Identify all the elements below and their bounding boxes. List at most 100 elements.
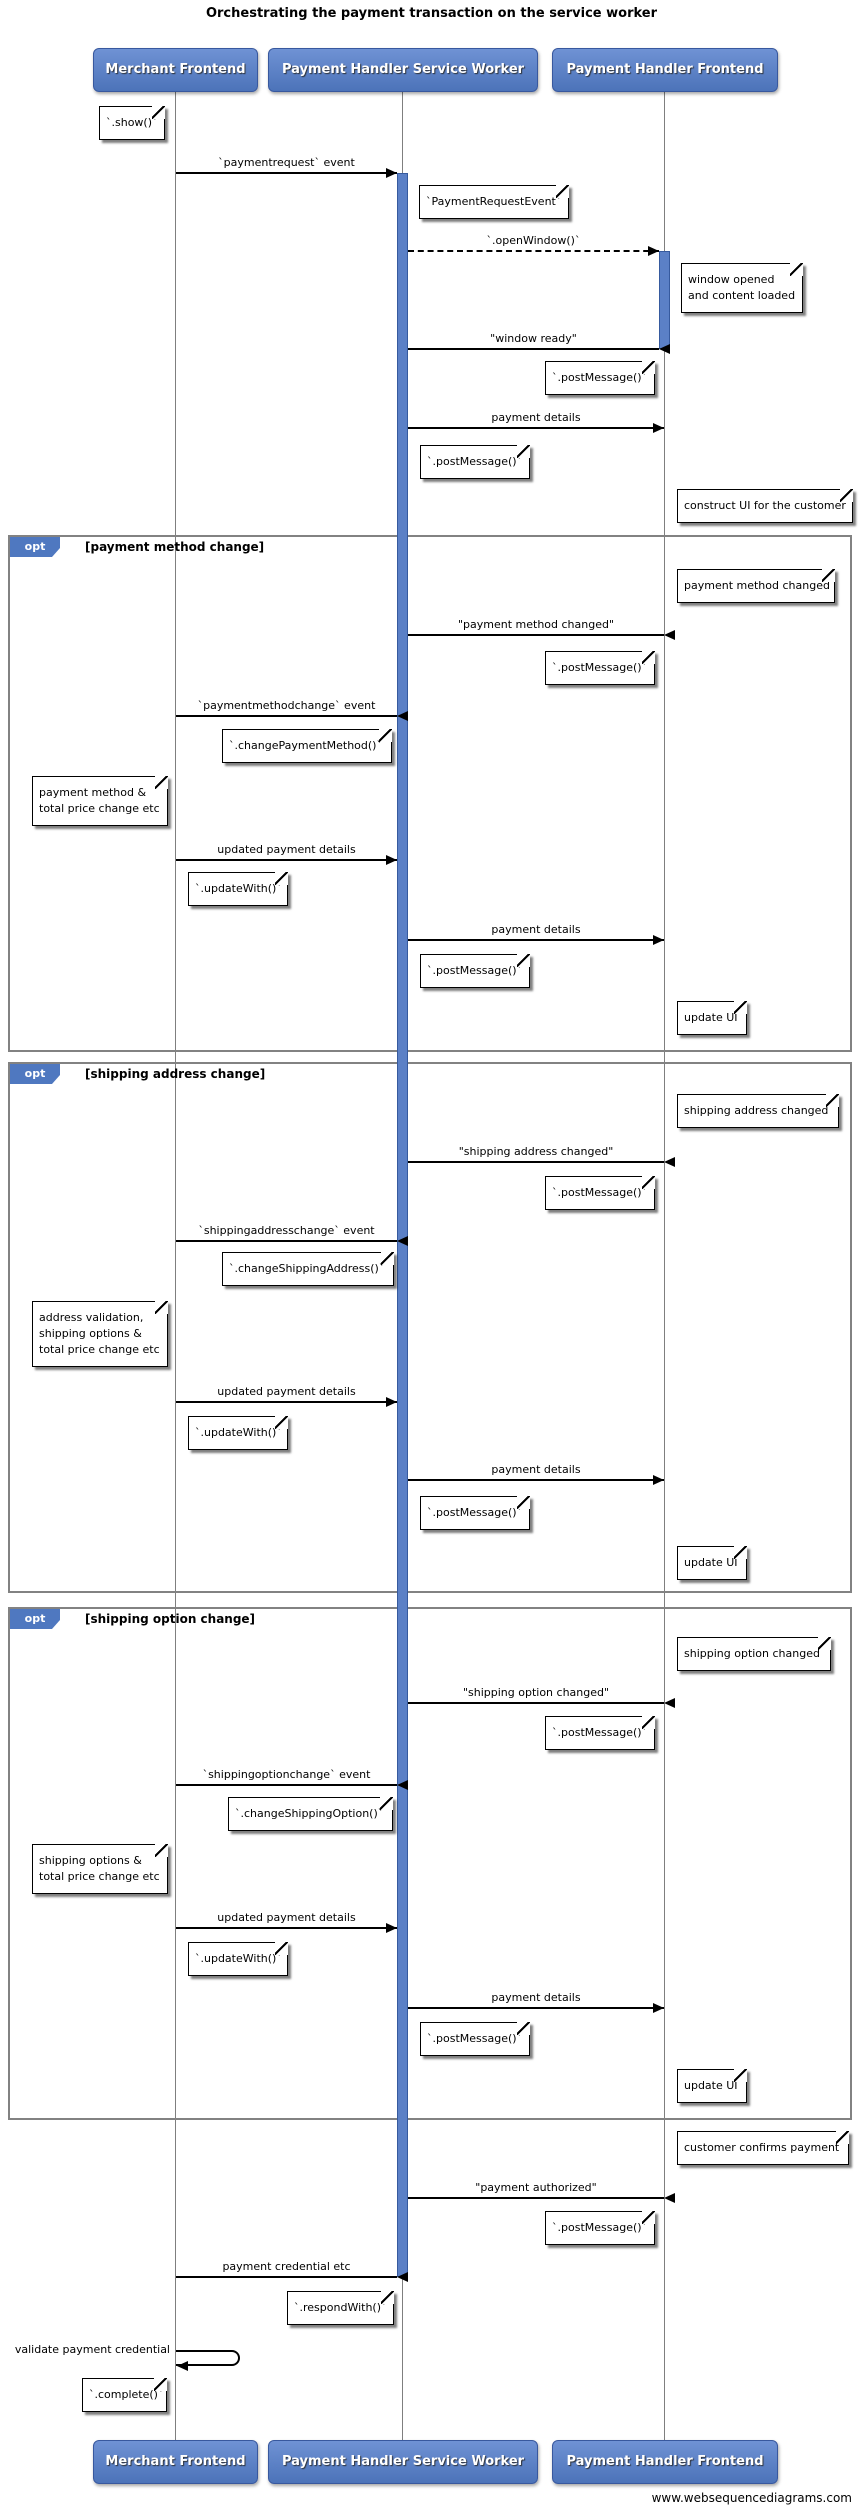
note-line: `.changeShippingOption()` — [235, 1807, 384, 1820]
message-line — [408, 250, 659, 252]
note: construct UI for the customer — [677, 489, 853, 523]
note-line: `.postMessage()` — [552, 661, 648, 674]
note-line: and content loaded — [688, 289, 796, 302]
message-label: payment details — [491, 1463, 581, 1476]
note-line: `.respondWith()` — [294, 2301, 387, 2314]
message-line — [176, 1784, 397, 1786]
opt-frame-guard: [shipping option change] — [85, 1612, 256, 1626]
note-line: payment method & — [39, 786, 147, 799]
participant-payment-handler-service-worker-bottom: Payment Handler Service Worker — [268, 2440, 538, 2484]
note: `.show()` — [99, 106, 165, 140]
message-arrowhead — [653, 935, 664, 945]
participant-payment-handler-frontend-bottom: Payment Handler Frontend — [552, 2440, 778, 2484]
note-line: `.changePaymentMethod()` — [229, 739, 382, 752]
participant-merchant-frontend-top: Merchant Frontend — [93, 48, 258, 92]
note: `.updateWith()` — [188, 872, 288, 906]
message-line — [176, 1927, 397, 1929]
message-label: "payment method changed" — [457, 618, 615, 631]
note: `.postMessage()` — [420, 2022, 530, 2056]
message-label: updated payment details — [217, 1385, 356, 1398]
note: `.postMessage()` — [545, 1716, 655, 1750]
message-label: `.openWindow()` — [486, 234, 581, 247]
opt-frame-2: opt [shipping address change] — [8, 1062, 852, 1593]
note: `.changeShippingOption()` — [228, 1797, 393, 1831]
self-message-label: validate payment credential — [14, 2343, 170, 2356]
message-arrowhead — [664, 2193, 675, 2203]
message-line — [408, 939, 664, 941]
note-line: `.updateWith()` — [195, 882, 282, 895]
lifeline-payment-handler-frontend — [664, 92, 665, 2441]
note: `.postMessage()` — [545, 2211, 655, 2245]
message-label: payment credential etc — [222, 2260, 351, 2273]
message-arrowhead — [397, 1236, 408, 1246]
opt-frame-guard: [shipping address change] — [85, 1067, 266, 1081]
participant-merchant-frontend-bottom: Merchant Frontend — [93, 2440, 258, 2484]
note: address validation,shipping options &tot… — [32, 1301, 168, 1367]
message-line — [176, 1240, 397, 1242]
note: payment method & total price change etc — [32, 776, 168, 826]
note: payment method changed — [677, 569, 835, 603]
note-line: `.updateWith()` — [195, 1952, 282, 1965]
note-line: address validation, — [39, 1311, 144, 1324]
note-line: payment method changed — [684, 579, 830, 592]
activation-bar-payment-handler-frontend — [659, 251, 670, 349]
message-line — [176, 715, 397, 717]
note: window opened and content loaded — [681, 263, 803, 313]
self-message-loop — [176, 2350, 240, 2366]
note-line: `.postMessage()` — [552, 2221, 648, 2234]
opt-frame-label: opt — [10, 1064, 60, 1084]
lifeline-merchant-frontend — [175, 92, 176, 2441]
note-line: window opened — [688, 273, 775, 286]
note-line: `.updateWith()` — [195, 1426, 282, 1439]
note: `.postMessage()` — [545, 651, 655, 685]
note: `.respondWith()` — [287, 2291, 394, 2325]
message-line — [176, 859, 397, 861]
message-line — [176, 1401, 397, 1403]
message-arrowhead — [653, 423, 664, 433]
note-line: shipping options & — [39, 1854, 142, 1867]
message-label: `shippingoptionchange` event — [202, 1768, 371, 1781]
note: update UI — [677, 2069, 747, 2103]
message-label: `shippingaddresschange` event — [198, 1224, 375, 1237]
message-label: `paymentmethodchange` event — [197, 699, 376, 712]
opt-frame-3: opt [shipping option change] — [8, 1607, 852, 2120]
note-line: total price change etc — [39, 802, 160, 815]
message-label: `paymentrequest` event — [218, 156, 355, 169]
message-label: updated payment details — [217, 843, 356, 856]
message-arrowhead — [664, 1698, 675, 1708]
message-label: payment details — [491, 1991, 581, 2004]
footer-url: www.websequencediagrams.com — [651, 2491, 852, 2505]
message-arrowhead — [653, 1475, 664, 1485]
note: customer confirms payment — [677, 2131, 849, 2165]
note: update UI — [677, 1001, 747, 1035]
self-message-arrowhead — [177, 2361, 188, 2371]
message-arrowhead — [386, 1397, 397, 1407]
note-line: customer confirms payment — [684, 2141, 840, 2154]
note: `.postMessage()` — [420, 445, 530, 479]
note-line: `.postMessage()` — [427, 1506, 523, 1519]
message-arrowhead — [659, 344, 670, 354]
note-line: `.complete()` — [89, 2388, 164, 2401]
opt-frame-label: opt — [10, 1609, 60, 1629]
note: shipping address changed — [677, 1094, 839, 1128]
note-line: `.postMessage()` — [427, 455, 523, 468]
message-label: payment details — [491, 923, 581, 936]
message-arrowhead — [386, 855, 397, 865]
note-line: `.postMessage()` — [552, 1186, 648, 1199]
message-arrowhead — [386, 1923, 397, 1933]
diagram-title: Orchestrating the payment transaction on… — [205, 6, 658, 21]
note: `PaymentRequestEvent` — [419, 185, 569, 219]
note: `.postMessage()` — [420, 1496, 530, 1530]
note-line: `.show()` — [106, 116, 158, 129]
message-arrowhead — [664, 630, 675, 640]
message-label: updated payment details — [217, 1911, 356, 1924]
note-line: `.postMessage()` — [427, 964, 523, 977]
opt-frame-label: opt — [10, 537, 60, 557]
note: update UI — [677, 1546, 747, 1580]
note-line: construct UI for the customer — [684, 499, 846, 512]
message-line — [408, 634, 664, 636]
message-arrowhead — [648, 246, 659, 256]
message-line — [408, 427, 664, 429]
message-line — [408, 1161, 664, 1163]
message-arrowhead — [664, 1157, 675, 1167]
